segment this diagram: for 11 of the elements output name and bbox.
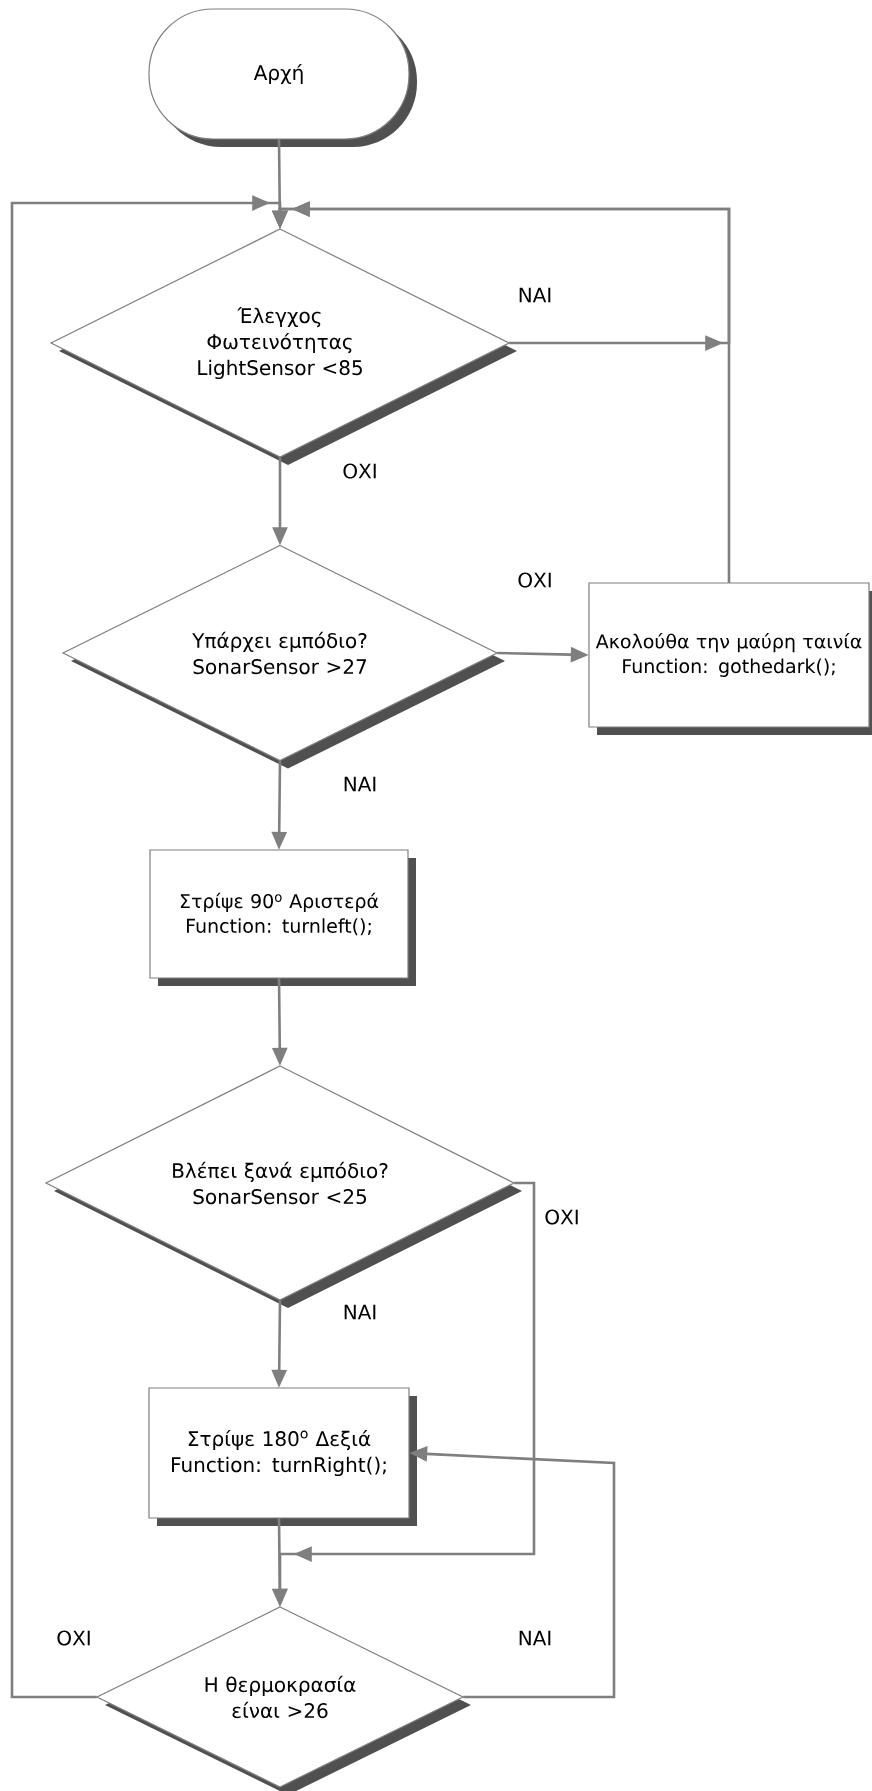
start-terminal: Αρχή <box>148 8 417 147</box>
arrow <box>10 195 288 1699</box>
edge-label: ΝΑΙ <box>515 285 555 305</box>
edge-label: ΝΑΙ <box>515 1628 555 1648</box>
edge-label: ΟΧΙ <box>515 570 555 590</box>
edge-label: ΟΧΙ <box>542 1207 582 1227</box>
edge-label: ΟΧΙ <box>54 1628 94 1648</box>
process-box: Στρίψε 180$^{o}$ Δεξιά Function: turnRight(); <box>148 1387 417 1526</box>
process-box: Ακολούθα την μαύρη ταινία Function: gothedark(); <box>588 582 872 735</box>
process-box: Στρίψε 90$^{o}$ Αριστερά Function: turnleft(); <box>149 849 416 986</box>
edge-label: ΝΑΙ <box>340 774 380 794</box>
